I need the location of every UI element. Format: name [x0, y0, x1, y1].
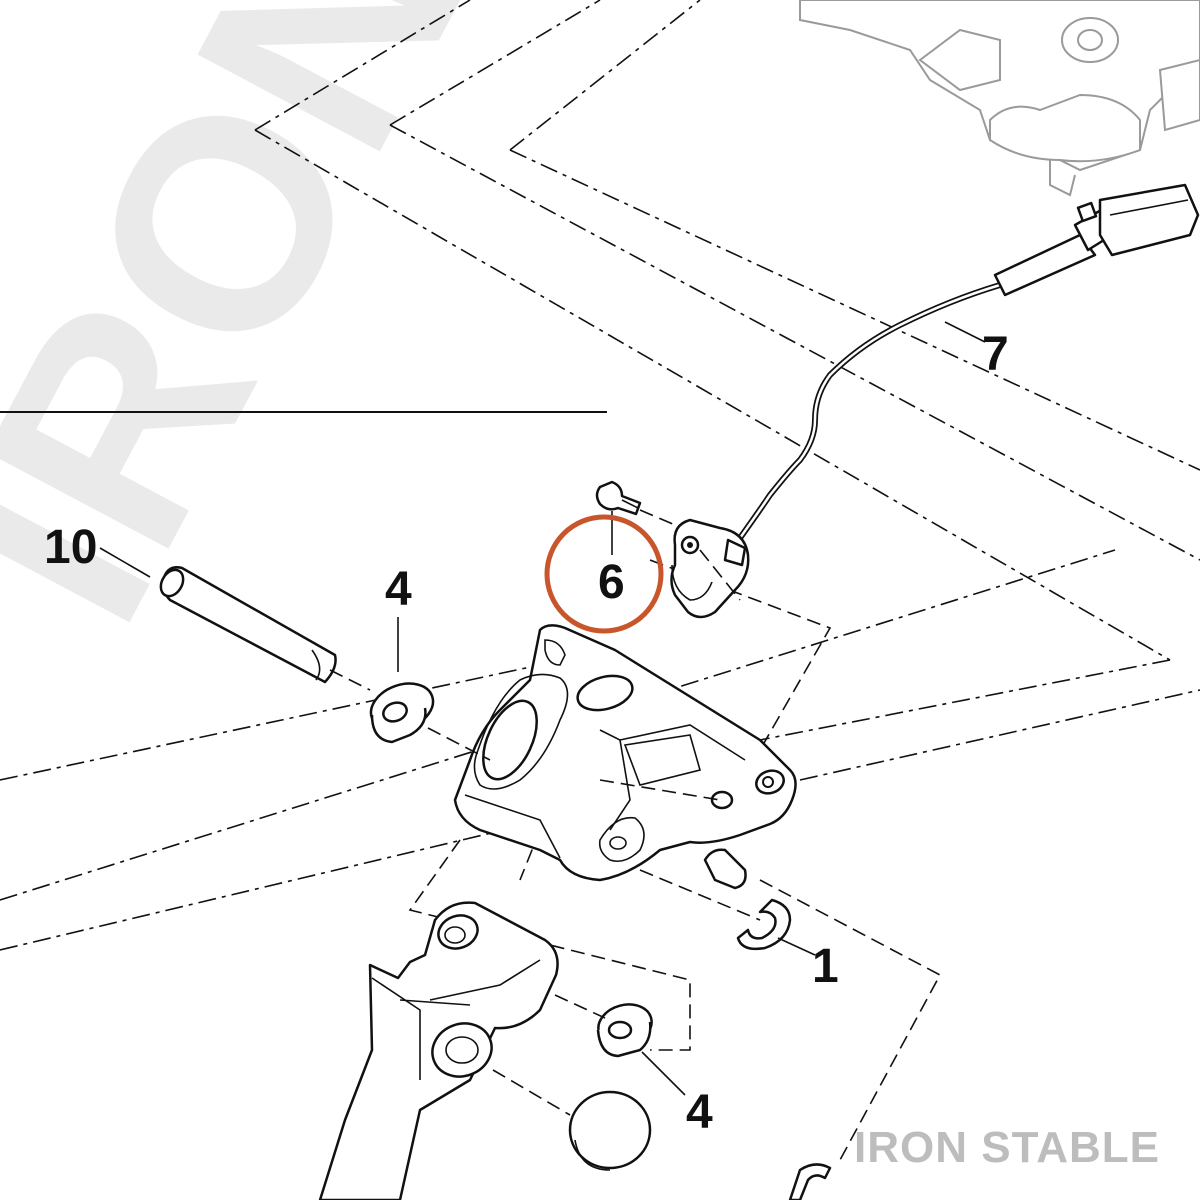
pin-part	[159, 566, 371, 691]
highlight-circle	[544, 514, 664, 634]
stand-arm-part	[318, 901, 559, 1200]
background-assembly	[799, 0, 1200, 197]
brand-logo: IRON STABLE	[854, 1123, 1160, 1172]
axis-lines	[427, 549, 761, 1019]
bolt-part	[595, 480, 676, 526]
sensor-cable-part	[732, 183, 1200, 548]
callout-4-lower: 4	[686, 1086, 713, 1139]
cap-part	[492, 1069, 652, 1171]
bushing-upper-part	[369, 682, 435, 744]
clip-part	[736, 898, 792, 951]
sensor-body-part	[670, 518, 750, 619]
callout-1: 1	[812, 940, 839, 993]
callout-10: 10	[44, 521, 97, 574]
bushing-lower-part	[596, 1003, 653, 1058]
callout-7: 7	[982, 328, 1009, 381]
bracket-part	[453, 624, 797, 890]
callout-6: 6	[598, 556, 625, 609]
spring-fragment	[788, 1163, 832, 1200]
callout-4-upper: 4	[385, 563, 412, 616]
